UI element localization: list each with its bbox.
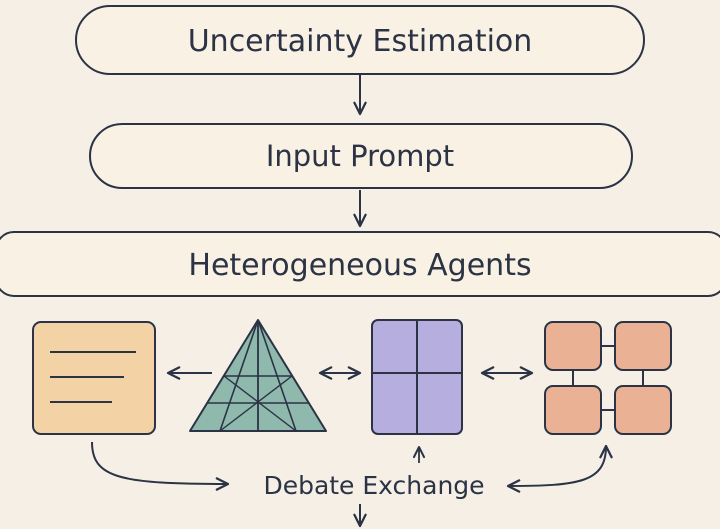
heterogeneous-agents-label: Heterogeneous Agents [188, 248, 531, 283]
grid-icon [371, 319, 463, 435]
debate-exchange-label: Debate Exchange [263, 471, 484, 500]
document-icon [32, 321, 156, 435]
pyramid-icon [189, 319, 327, 432]
heterogeneous-agents-node: Heterogeneous Agents [0, 231, 720, 297]
arrow-network-debate [506, 444, 613, 493]
uncertainty-estimation-node: Uncertainty Estimation [75, 5, 645, 75]
input-prompt-node: Input Prompt [89, 123, 633, 189]
network-icon [544, 321, 672, 435]
input-prompt-label: Input Prompt [266, 139, 454, 173]
uncertainty-estimation-label: Uncertainty Estimation [188, 24, 533, 59]
arrow-document-to-debate [91, 441, 230, 491]
